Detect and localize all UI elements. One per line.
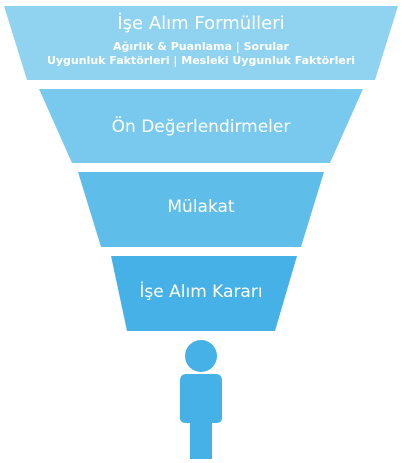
funnel-tier-3-title: Mülakat [167, 197, 235, 217]
funnel-tier-2-title: Ön Değerlendirmeler [111, 117, 291, 137]
funnel-tier-1-subtitle-line-2: Uygunluk Faktörleri | Mesleki Uygunluk F… [46, 54, 356, 67]
funnel-tier-3-shape [78, 172, 324, 247]
funnel-tier-1-subtitle-line-1: Ağırlık & Puanlama | Sorular [113, 40, 289, 53]
funnel-tier-2-shape [39, 89, 363, 163]
funnel-tier-1-subtitle: Ağırlık & Puanlama | Sorular Uygunluk Fa… [0, 40, 402, 68]
funnel-tier-4-title: İşe Alım Kararı [139, 282, 263, 302]
funnel-tier-1-shape [4, 6, 398, 80]
funnel-tier-1-title: İşe Alım Formülleri [117, 13, 285, 34]
funnel-tier-4-shape [111, 256, 297, 331]
person-icon [180, 340, 222, 459]
